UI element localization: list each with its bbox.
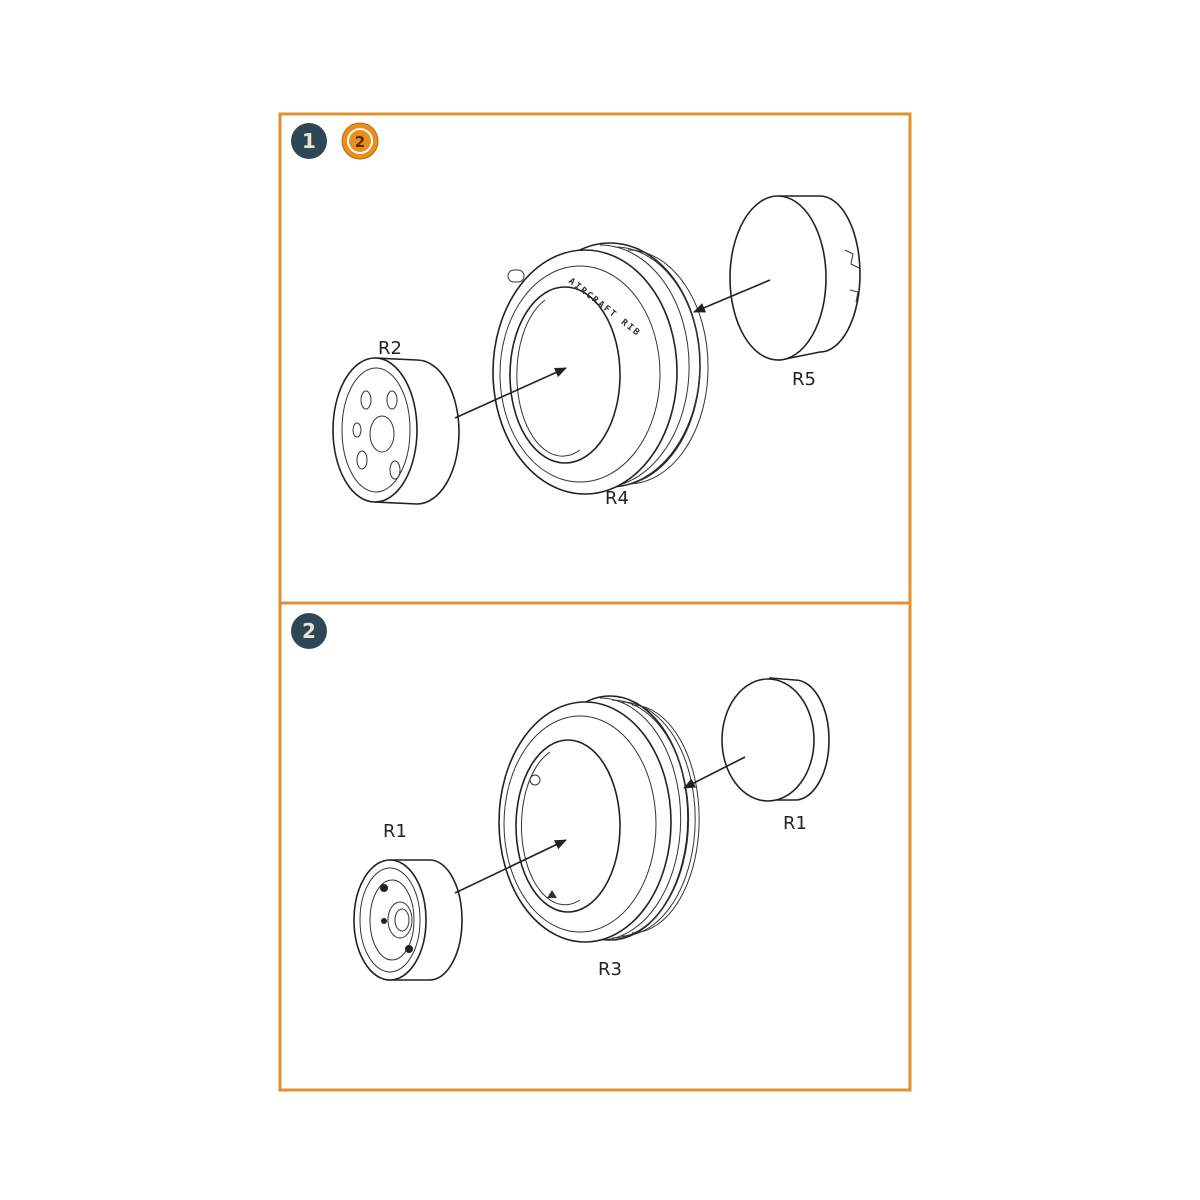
- label-r4: R4: [605, 488, 629, 509]
- step-2-badge: 2: [291, 613, 327, 649]
- part-r4-tire: AIRCRAFT RIB: [492, 242, 709, 495]
- svg-text:1: 1: [302, 129, 316, 153]
- arrow-r1-to-r3: [454, 839, 567, 894]
- arrow-r5-to-r4: [693, 279, 771, 313]
- label-r1-hub: R1: [383, 821, 407, 842]
- label-r2: R2: [378, 338, 402, 359]
- arrow-r1cap-to-r3: [683, 756, 746, 789]
- label-r5: R5: [792, 369, 816, 390]
- part-r2-hub: [332, 357, 460, 505]
- step-2-panel: [278, 601, 912, 1092]
- arrow-r2-to-r4: [454, 367, 567, 419]
- part-r5-cap: [729, 195, 861, 361]
- svg-text:2: 2: [302, 619, 316, 643]
- part-r1-cap: [721, 677, 830, 802]
- label-r3: R3: [598, 959, 622, 980]
- svg-text:2: 2: [355, 133, 365, 151]
- label-r1-cap: R1: [783, 813, 807, 834]
- part-r1-hub: [353, 859, 463, 981]
- part-r3-tire: [498, 695, 700, 943]
- repeat-step-icon: 2: [341, 122, 379, 160]
- step-1-badge: 1: [291, 123, 327, 159]
